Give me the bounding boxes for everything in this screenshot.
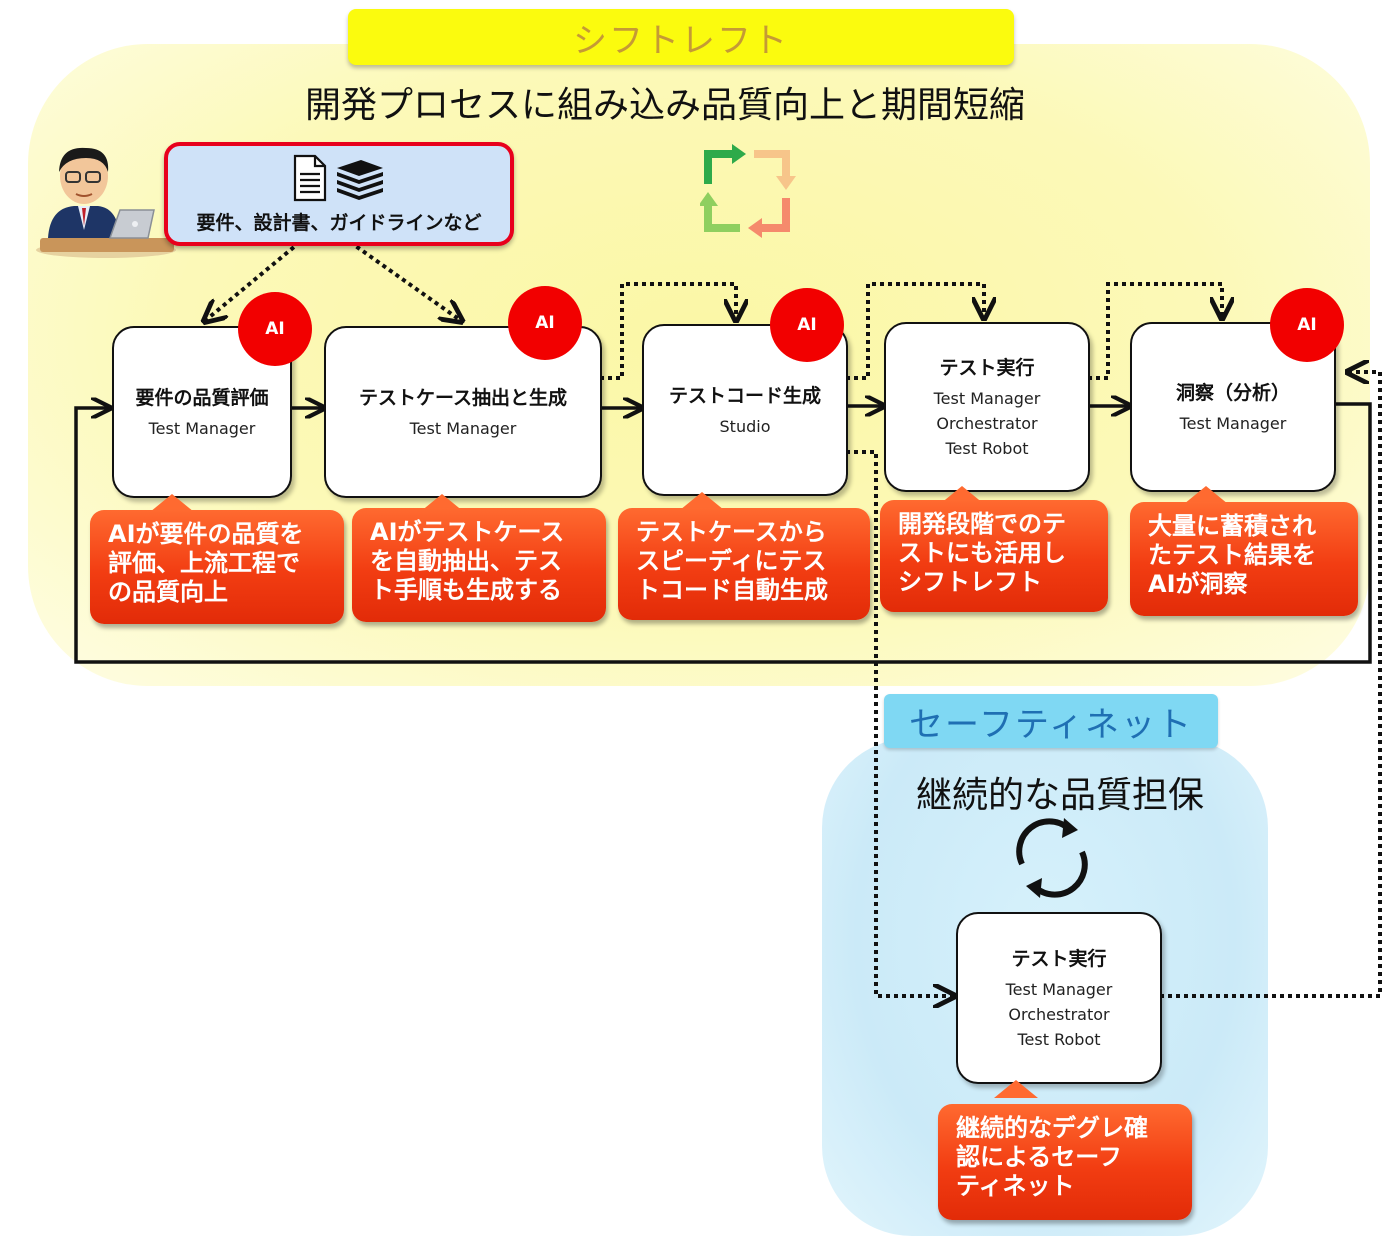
callout-pointer (940, 486, 984, 504)
safety-net-banner: セーフティネット (884, 694, 1218, 748)
node-title: テスト実行 (939, 357, 1035, 379)
node-title: テストケース抽出と生成 (358, 387, 568, 409)
node4-to-node5-dotted (1088, 282, 1222, 380)
callout-pointer (420, 494, 464, 512)
node-tool: Test Manager (1005, 980, 1113, 999)
callout-requirements: AIが要件の品質を評価、上流工程での品質向上 (90, 510, 344, 624)
callout-safety-net: 継続的なデグレ確認によるセーフティネット (938, 1104, 1192, 1220)
node-tool: Orchestrator (936, 414, 1038, 433)
feedback-loop-arrow (74, 404, 1372, 664)
req-to-node2-connector (348, 240, 460, 320)
node-continuous-test-execution: テスト実行 Test Manager Orchestrator Test Rob… (956, 912, 1162, 1084)
node-title: 要件の品質評価 (135, 387, 269, 409)
node2-to-node3-dotted (600, 282, 736, 380)
node-tool: Studio (719, 417, 771, 436)
books-icon (337, 160, 383, 200)
node-tool: Test Manager (148, 419, 256, 438)
node-tool: Orchestrator (1008, 1005, 1110, 1024)
callout-testcase: AIがテストケースを自動抽出、テスト手順も生成する (352, 508, 606, 622)
node-tool: Test Manager (409, 419, 517, 438)
callout-pointer (1184, 486, 1228, 504)
requirements-icons (168, 154, 510, 206)
shift-left-banner: シフトレフト (348, 9, 1014, 65)
safety-net-heading: 継続的な品質担保 (915, 775, 1204, 816)
cycle-icon (700, 142, 796, 238)
refresh-cycle-icon (1008, 814, 1096, 906)
requirements-box: 要件、設計書、ガイドラインなど (164, 142, 514, 246)
callout-testcode: テストケースからスピーディにテストコード自動生成 (618, 508, 870, 620)
requirements-label: 要件、設計書、ガイドラインなど (196, 212, 482, 234)
node-title: テストコード生成 (668, 385, 821, 407)
callout-pointer (994, 1080, 1038, 1098)
callout-execution: 開発段階でのテストにも活用しシフトレフト (880, 500, 1108, 612)
ai-badge: AI (238, 292, 312, 366)
shift-left-heading: 開発プロセスに組み込み品質向上と期間短縮 (304, 85, 1025, 126)
node-test-execution: テスト実行 Test Manager Orchestrator Test Rob… (884, 322, 1090, 492)
node-tool: Test Manager (1179, 414, 1287, 433)
document-icon (293, 154, 327, 202)
safety-to-node5-dotted (1160, 372, 1382, 998)
node-tool: Test Manager (933, 389, 1041, 408)
ai-badge: AI (770, 288, 844, 362)
node-title: 洞察（分析） (1175, 382, 1290, 404)
node3-to-safety-dotted (846, 450, 952, 996)
ai-badge: AI (508, 286, 582, 360)
node-tool: Test Robot (1017, 1030, 1101, 1049)
callout-pointer (680, 492, 724, 510)
node-tool: Test Robot (945, 439, 1029, 458)
node-title: テスト実行 (1011, 948, 1107, 970)
node3-to-node4-dotted (846, 282, 984, 380)
callout-pointer (150, 494, 194, 512)
developer-illustration (34, 140, 178, 260)
ai-badge: AI (1270, 288, 1344, 362)
